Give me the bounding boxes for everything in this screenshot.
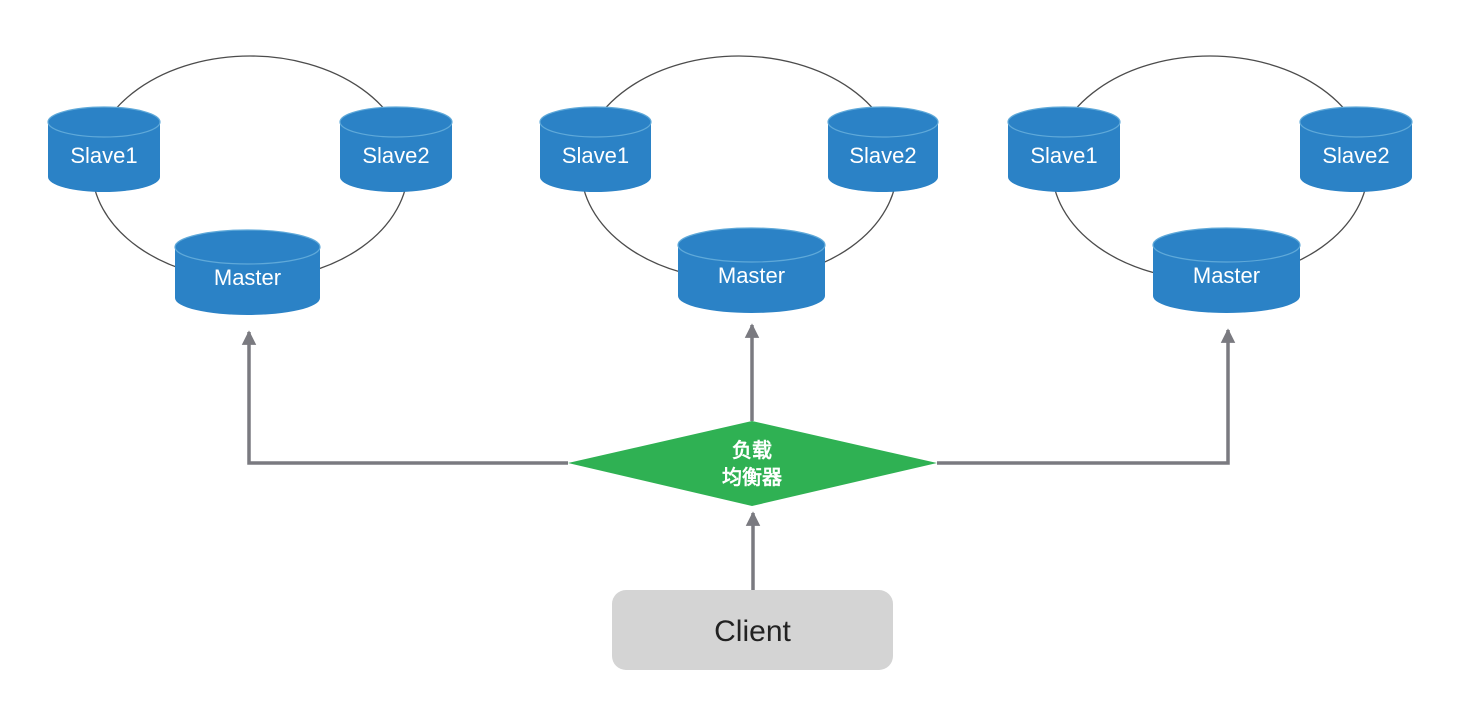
database-cylinder-top bbox=[174, 229, 321, 265]
arrow-load-balancer-to-master-1 bbox=[241, 330, 568, 465]
cluster-3-master-cylinder: Master bbox=[1152, 227, 1301, 313]
client-box bbox=[612, 590, 893, 670]
cluster-2-master-cylinder: Master bbox=[677, 227, 826, 313]
database-cylinder-top bbox=[827, 106, 939, 138]
cluster-3-slave1-cylinder: Slave1 bbox=[1007, 106, 1121, 192]
cluster-1-master-cylinder: Master bbox=[174, 229, 321, 315]
client-label: Client bbox=[714, 615, 791, 648]
cluster-3-slave1-label: Slave1 bbox=[1030, 143, 1097, 168]
load-balancer-node: 负载 均衡器 bbox=[568, 421, 937, 506]
database-cylinder-top bbox=[47, 106, 161, 138]
client-node: Client bbox=[612, 590, 893, 670]
database-cylinder-top bbox=[539, 106, 652, 138]
database-cylinder-top bbox=[677, 227, 826, 263]
cluster-2: Slave1 Slave2 Master bbox=[539, 55, 939, 313]
cluster-1-slave2-label: Slave2 bbox=[362, 143, 429, 168]
cluster-3: Slave1 Slave2 Master bbox=[1007, 55, 1413, 313]
cluster-2-master-label: Master bbox=[718, 263, 785, 288]
cluster-2-slave1-cylinder: Slave1 bbox=[539, 106, 652, 192]
cluster-1-master-label: Master bbox=[214, 265, 281, 290]
cluster-1-slave1-cylinder: Slave1 bbox=[47, 106, 161, 192]
cluster-1: Slave1 Slave2 Master bbox=[47, 55, 453, 315]
cluster-3-slave2-cylinder: Slave2 bbox=[1299, 106, 1413, 192]
cluster-1-slave1-label: Slave1 bbox=[70, 143, 137, 168]
load-balancer-label-line1: 负载 bbox=[732, 438, 772, 462]
database-cylinder-top bbox=[1152, 227, 1301, 263]
cluster-2-slave2-label: Slave2 bbox=[849, 143, 916, 168]
cluster-1-slave2-cylinder: Slave2 bbox=[339, 106, 453, 192]
load-balancer-diamond bbox=[568, 421, 937, 506]
database-cylinder-top bbox=[339, 106, 453, 138]
arrow-load-balancer-to-master-3 bbox=[937, 328, 1236, 465]
database-cylinder-top bbox=[1299, 106, 1413, 138]
load-balancer-label-line2: 均衡器 bbox=[722, 465, 783, 489]
cluster-2-slave1-label: Slave1 bbox=[562, 143, 629, 168]
cluster-3-slave2-label: Slave2 bbox=[1322, 143, 1389, 168]
cluster-3-master-label: Master bbox=[1193, 263, 1260, 288]
database-cylinder-top bbox=[1007, 106, 1121, 138]
cluster-2-slave2-cylinder: Slave2 bbox=[827, 106, 939, 192]
